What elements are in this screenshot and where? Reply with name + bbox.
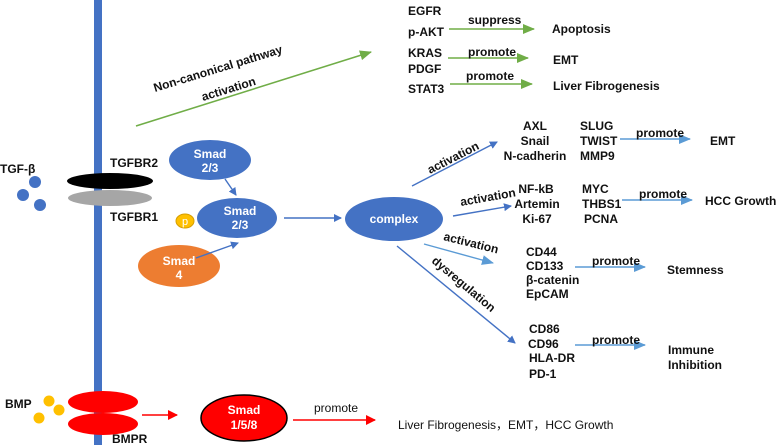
tgfbr1-receptor: [68, 190, 152, 206]
smad23-phospho-line1: Smad: [224, 204, 257, 218]
tgf-beta-ligand-dot: [17, 189, 29, 201]
branch-hcc-arrow: [452, 203, 512, 217]
smad4-node: [138, 245, 220, 287]
outcome-hcc-growth: HCC Growth: [705, 194, 776, 208]
bmp-outcome: Liver Fibrogenesis，EMT，HCC Growth: [398, 418, 613, 432]
smad23-phospho-line2: 2/3: [232, 218, 249, 232]
phosphate-group: [175, 213, 195, 229]
promote-label-emt: promote: [636, 126, 684, 140]
smad23-free-node: [169, 140, 251, 180]
gene-artemin: Artemin: [514, 197, 559, 211]
tgfbr1-label: TGFBR1: [110, 210, 158, 224]
promote-label-emt-nc: promote: [468, 45, 516, 59]
branch-immune-edge-label: dysregulation: [429, 254, 498, 315]
outcome-immune-line2: Inhibition: [668, 358, 722, 372]
gene-ki-67: Ki-67: [522, 212, 552, 226]
tgfbr2-receptor: [67, 173, 153, 189]
branch-stemness-arrow: [423, 243, 494, 265]
gene-axl: AXL: [523, 119, 547, 133]
outcome-apoptosis: Apoptosis: [552, 22, 611, 36]
gene-slug: SLUG: [580, 119, 613, 133]
smad23-phospho-node: [197, 198, 277, 238]
gene-stat3: STAT3: [408, 82, 445, 96]
suppress-label: suppress: [468, 13, 522, 27]
gene-thbs1: THBS1: [582, 197, 622, 211]
smad158-line1: Smad: [228, 403, 261, 417]
gene-hla-dr: HLA-DR: [529, 351, 575, 365]
gene-kras: KRAS: [408, 46, 442, 60]
branch-hcc-edge-label: activation: [459, 185, 517, 209]
gene-snail: Snail: [521, 134, 550, 148]
outcome-emt-nc: EMT: [553, 53, 579, 67]
smad4-line1: Smad: [163, 254, 196, 268]
outcome-liver-fibrogenesis: Liver Fibrogenesis: [553, 79, 660, 93]
smad158-promote-label: promote: [314, 401, 358, 415]
bmp-label: BMP: [5, 397, 32, 411]
bmp-ligand-dot: [53, 404, 65, 416]
phosphate-label: p: [182, 216, 188, 228]
tgfbr2-label: TGFBR2: [110, 156, 158, 170]
bmpr-receptor-upper: [68, 391, 138, 413]
outcome-immune-line1: Immune: [668, 343, 714, 357]
noncanonical-arrow: [135, 50, 372, 127]
gene-pd-1: PD-1: [529, 367, 557, 381]
bmpr-receptor-lower: [68, 413, 138, 435]
gene-egfr: EGFR: [408, 4, 442, 18]
branch-stemness-edge-label: activation: [442, 229, 500, 256]
gene-mmp9: MMP9: [580, 149, 615, 163]
bmp-ligand-dot: [33, 412, 45, 424]
smad158-line2: 1/5/8: [231, 418, 258, 432]
gene-cd133: CD133: [526, 259, 564, 273]
branch-emt-edge-label: activation: [425, 139, 481, 177]
branch-emt-arrow: [411, 141, 498, 187]
gene-cd44: CD44: [526, 245, 557, 259]
gene-beta-catenin: β-catenin: [526, 273, 579, 287]
gene-cd96: CD96: [528, 337, 559, 351]
gene-cd86: CD86: [529, 322, 560, 336]
gene-n-cadherin: N-cadherin: [504, 149, 567, 163]
gene-epcam: EpCAM: [526, 287, 569, 301]
tgf-beta-label: TGF-β: [0, 162, 35, 176]
gene-nf-kb: NF-kB: [518, 182, 554, 196]
gene-myc: MYC: [582, 182, 609, 196]
promote-label-fibrogenesis: promote: [466, 69, 514, 83]
gene-pdgf: PDGF: [408, 62, 441, 76]
promote-label-stemness: promote: [592, 254, 640, 268]
branch-immune-arrow: [396, 245, 516, 344]
bmp-ligand-dot: [43, 395, 55, 407]
gene-pcna: PCNA: [584, 212, 618, 226]
smad23-to-phospho-arrow: [224, 178, 237, 196]
tgf-beta-ligand-dot: [29, 176, 41, 188]
tgf-beta-ligand-dot: [34, 199, 46, 211]
promote-label-hcc: promote: [639, 187, 687, 201]
smad23-free-line2: 2/3: [202, 161, 219, 175]
gene-p-akt: p-AKT: [408, 25, 445, 39]
bmpr-label: BMPR: [112, 432, 148, 445]
smad4-arrow: [195, 241, 239, 259]
outcome-stemness: Stemness: [667, 263, 724, 277]
complex-label: complex: [370, 212, 419, 226]
complex-node: [345, 197, 443, 241]
smad4-line2: 4: [176, 268, 183, 282]
smad23-free-line1: Smad: [194, 147, 227, 161]
smad158-node: [200, 394, 288, 442]
outcome-emt: EMT: [710, 134, 736, 148]
promote-label-immune: promote: [592, 333, 640, 347]
gene-twist: TWIST: [580, 134, 618, 148]
cell-membrane: [94, 0, 102, 445]
